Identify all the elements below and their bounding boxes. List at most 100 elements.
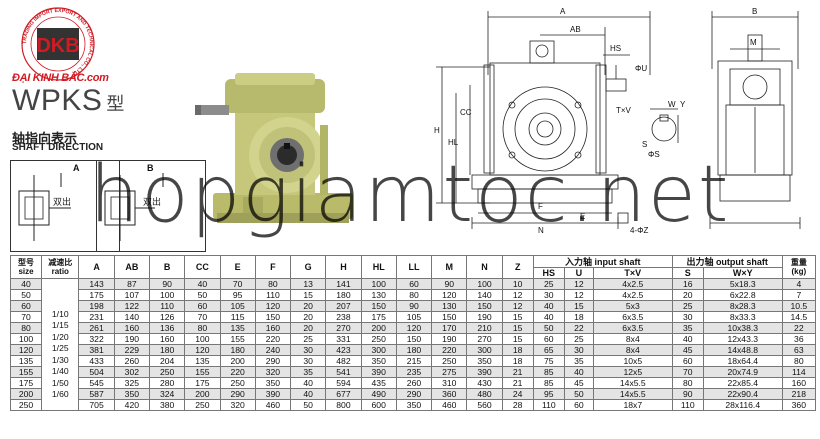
dim-label: N bbox=[538, 226, 544, 235]
table-cell: 20x74.9 bbox=[702, 366, 783, 378]
table-cell: 22x85.4 bbox=[702, 377, 783, 389]
table-cell: 15 bbox=[501, 333, 534, 345]
table-cell: 140 bbox=[113, 311, 150, 323]
table-cell: 480 bbox=[466, 388, 503, 400]
dim-label: M bbox=[750, 38, 757, 47]
table-cell: 350 bbox=[113, 388, 150, 400]
table-cell: 30 bbox=[290, 344, 327, 356]
table-cell: 90 bbox=[395, 300, 433, 312]
col-header: Z bbox=[501, 255, 534, 279]
table-cell: 180 bbox=[325, 289, 362, 301]
table-cell: 160 bbox=[781, 377, 817, 389]
cell-size: 100 bbox=[9, 333, 43, 345]
table-cell: 85 bbox=[532, 366, 565, 378]
dim-label: E bbox=[580, 212, 585, 221]
shaft-direction-letter: A bbox=[73, 163, 80, 173]
table-cell: 100 bbox=[466, 278, 503, 290]
dim-label: F bbox=[538, 202, 543, 211]
table-cell: 30 bbox=[290, 355, 327, 367]
table-cell: 50 bbox=[563, 388, 594, 400]
cell-size: 120 bbox=[9, 344, 43, 356]
table-cell: 20 bbox=[290, 322, 327, 334]
table-cell: 50 bbox=[290, 399, 327, 411]
side-view-drawing: B M bbox=[709, 7, 801, 229]
table-cell: 15 bbox=[290, 289, 327, 301]
table-cell: 180 bbox=[148, 344, 186, 356]
col-header: S bbox=[671, 267, 704, 279]
table-cell: 30 bbox=[532, 289, 565, 301]
dim-label: W bbox=[668, 100, 676, 109]
table-cell: 40 bbox=[290, 377, 327, 389]
table-cell: 270 bbox=[325, 322, 362, 334]
table-cell: 350 bbox=[466, 355, 503, 367]
ratio-value: 1/15 bbox=[51, 320, 69, 330]
cell-size: 40 bbox=[9, 278, 43, 290]
cell-size: 200 bbox=[9, 388, 43, 400]
table-cell: 210 bbox=[466, 322, 503, 334]
table-cell: 25 bbox=[671, 300, 704, 312]
table-cell: 198 bbox=[78, 300, 115, 312]
table-cell: 190 bbox=[466, 311, 503, 323]
table-cell: 10x5 bbox=[592, 355, 673, 367]
shaft-b-diagram bbox=[104, 173, 164, 241]
table-cell: 160 bbox=[148, 333, 186, 345]
dim-label: H bbox=[434, 126, 440, 135]
brand-name: ĐẠI KINH BẮC.com bbox=[12, 72, 109, 84]
table-cell: 18 bbox=[501, 355, 534, 367]
table-cell: 150 bbox=[395, 333, 433, 345]
table-cell: 40 bbox=[290, 388, 327, 400]
table-cell: 160 bbox=[254, 322, 292, 334]
col-header: HL bbox=[360, 255, 397, 279]
table-cell: 90 bbox=[671, 388, 704, 400]
table-cell: 220 bbox=[219, 366, 256, 378]
col-header: B bbox=[148, 255, 186, 279]
table-cell: 175 bbox=[360, 311, 397, 323]
table-cell: 110 bbox=[254, 289, 292, 301]
table-cell: 677 bbox=[325, 388, 362, 400]
dim-label: Y bbox=[680, 100, 686, 109]
table-cell: 350 bbox=[254, 377, 292, 389]
table-cell: 310 bbox=[431, 377, 468, 389]
table-cell: 5x3 bbox=[592, 300, 673, 312]
table-cell: 20 bbox=[290, 311, 327, 323]
table-cell: 322 bbox=[78, 333, 115, 345]
dim-label: A bbox=[560, 7, 566, 16]
table-cell: 300 bbox=[466, 344, 503, 356]
cell-size: 135 bbox=[9, 355, 43, 367]
table-cell: 280 bbox=[148, 377, 186, 389]
table-cell: 482 bbox=[325, 355, 362, 367]
table-cell: 250 bbox=[219, 377, 256, 389]
table-cell: 120 bbox=[254, 300, 292, 312]
table-cell: 600 bbox=[360, 399, 397, 411]
table-cell: 40 bbox=[671, 333, 704, 345]
table-cell: 380 bbox=[148, 399, 186, 411]
dim-label: HS bbox=[610, 44, 621, 53]
table-cell: 4x2.5 bbox=[592, 289, 673, 301]
table-cell: 325 bbox=[113, 377, 150, 389]
logo-initials: DKB bbox=[36, 35, 79, 57]
table-cell: 90 bbox=[431, 278, 468, 290]
table-cell: 200 bbox=[219, 355, 256, 367]
table-cell: 18x64.4 bbox=[702, 355, 783, 367]
table-cell: 541 bbox=[325, 366, 362, 378]
ratio-value: 1/10 bbox=[51, 308, 69, 319]
ratio-value: 1/20 bbox=[51, 331, 69, 342]
table-cell: 107 bbox=[113, 289, 150, 301]
table-cell: 290 bbox=[219, 388, 256, 400]
cell-size: 70 bbox=[9, 311, 43, 323]
shaft-direction-tag: 双出 bbox=[53, 197, 72, 207]
table-cell: 80 bbox=[184, 322, 221, 334]
shaft-direction-b: B 双出 bbox=[96, 160, 206, 252]
table-cell: 35 bbox=[563, 355, 594, 367]
table-cell: 207 bbox=[325, 300, 362, 312]
table-cell: 22x90.4 bbox=[702, 388, 783, 400]
table-cell: 12 bbox=[563, 289, 594, 301]
col-group-output: 出力轴 output shaft bbox=[671, 255, 783, 268]
